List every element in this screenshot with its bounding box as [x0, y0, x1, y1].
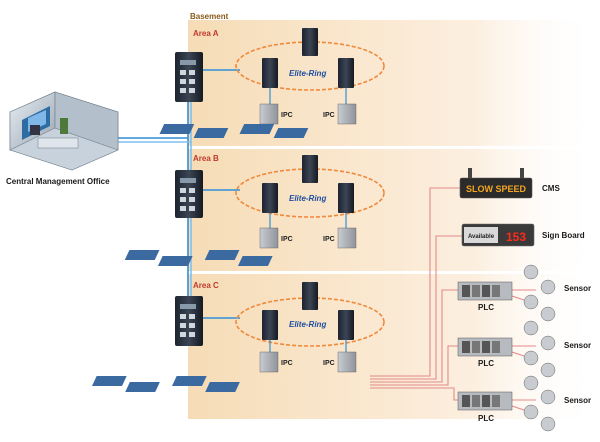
area-a-label: Area A [193, 29, 219, 38]
core-switch-a [175, 52, 203, 102]
zone-basement [188, 20, 600, 419]
office-label: Central Management Office [6, 177, 110, 186]
core-switch-b [175, 170, 203, 218]
sign-board: Available 153 [461, 223, 535, 247]
area-c-label: Area C [193, 281, 219, 290]
sensor-label-1: Sensor [564, 284, 591, 293]
ring-area-c [235, 282, 385, 347]
sensor-label-2: Sensor [564, 341, 591, 350]
ring-b-label: Elite-Ring [289, 194, 326, 203]
area-b-devices [124, 213, 357, 266]
sign-board-text: Available [468, 234, 495, 240]
area-a-devices [159, 88, 357, 138]
plc-group-1 [457, 264, 556, 322]
sign-board-label: Sign Board [542, 231, 585, 240]
core-to-ring-links [203, 69, 240, 319]
ring-area-a [235, 28, 385, 91]
plc-label-2: PLC [478, 359, 494, 368]
area-b-label: Area B [193, 154, 219, 163]
ipc-label-c2: IPC [323, 360, 335, 367]
ipc-label-c1: IPC [281, 360, 293, 367]
ipc-label-a2: IPC [323, 112, 335, 119]
plc-label-1: PLC [478, 303, 494, 312]
area-c-devices [92, 340, 357, 392]
cms-sign: SLOW SPEED [459, 168, 533, 199]
cms-label: CMS [542, 184, 560, 193]
core-switch-c [175, 296, 203, 346]
ipc-label-a1: IPC [281, 112, 293, 119]
ring-a-label: Elite-Ring [289, 69, 326, 78]
basement-label: Basement [190, 12, 229, 21]
plc-group-3 [457, 375, 556, 432]
sign-board-number: 153 [506, 230, 526, 244]
ring-c-label: Elite-Ring [289, 320, 326, 329]
plc-label-3: PLC [478, 414, 494, 423]
sensor-label-3: Sensor [564, 396, 591, 405]
field-wiring [370, 187, 537, 415]
plc-group-2 [457, 320, 556, 378]
ring-area-b [235, 155, 385, 218]
cms-display-text: SLOW SPEED [466, 184, 527, 194]
ipc-label-b2: IPC [323, 236, 335, 243]
central-office [9, 91, 119, 171]
ipc-label-b1: IPC [281, 236, 293, 243]
